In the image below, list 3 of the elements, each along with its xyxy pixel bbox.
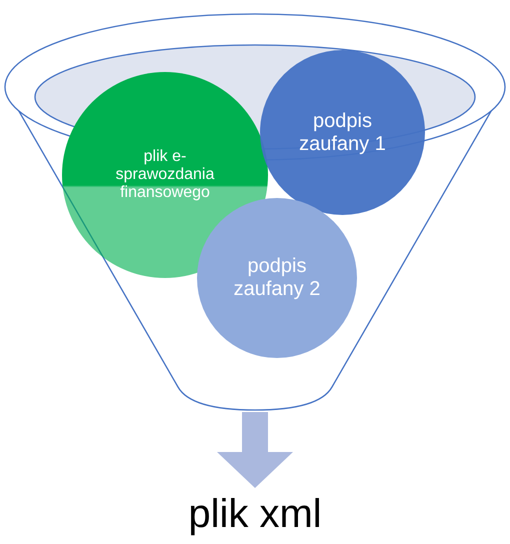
output-label: plik xml [155,488,355,540]
funnel-drawing [3,12,507,412]
arrow [217,412,293,488]
